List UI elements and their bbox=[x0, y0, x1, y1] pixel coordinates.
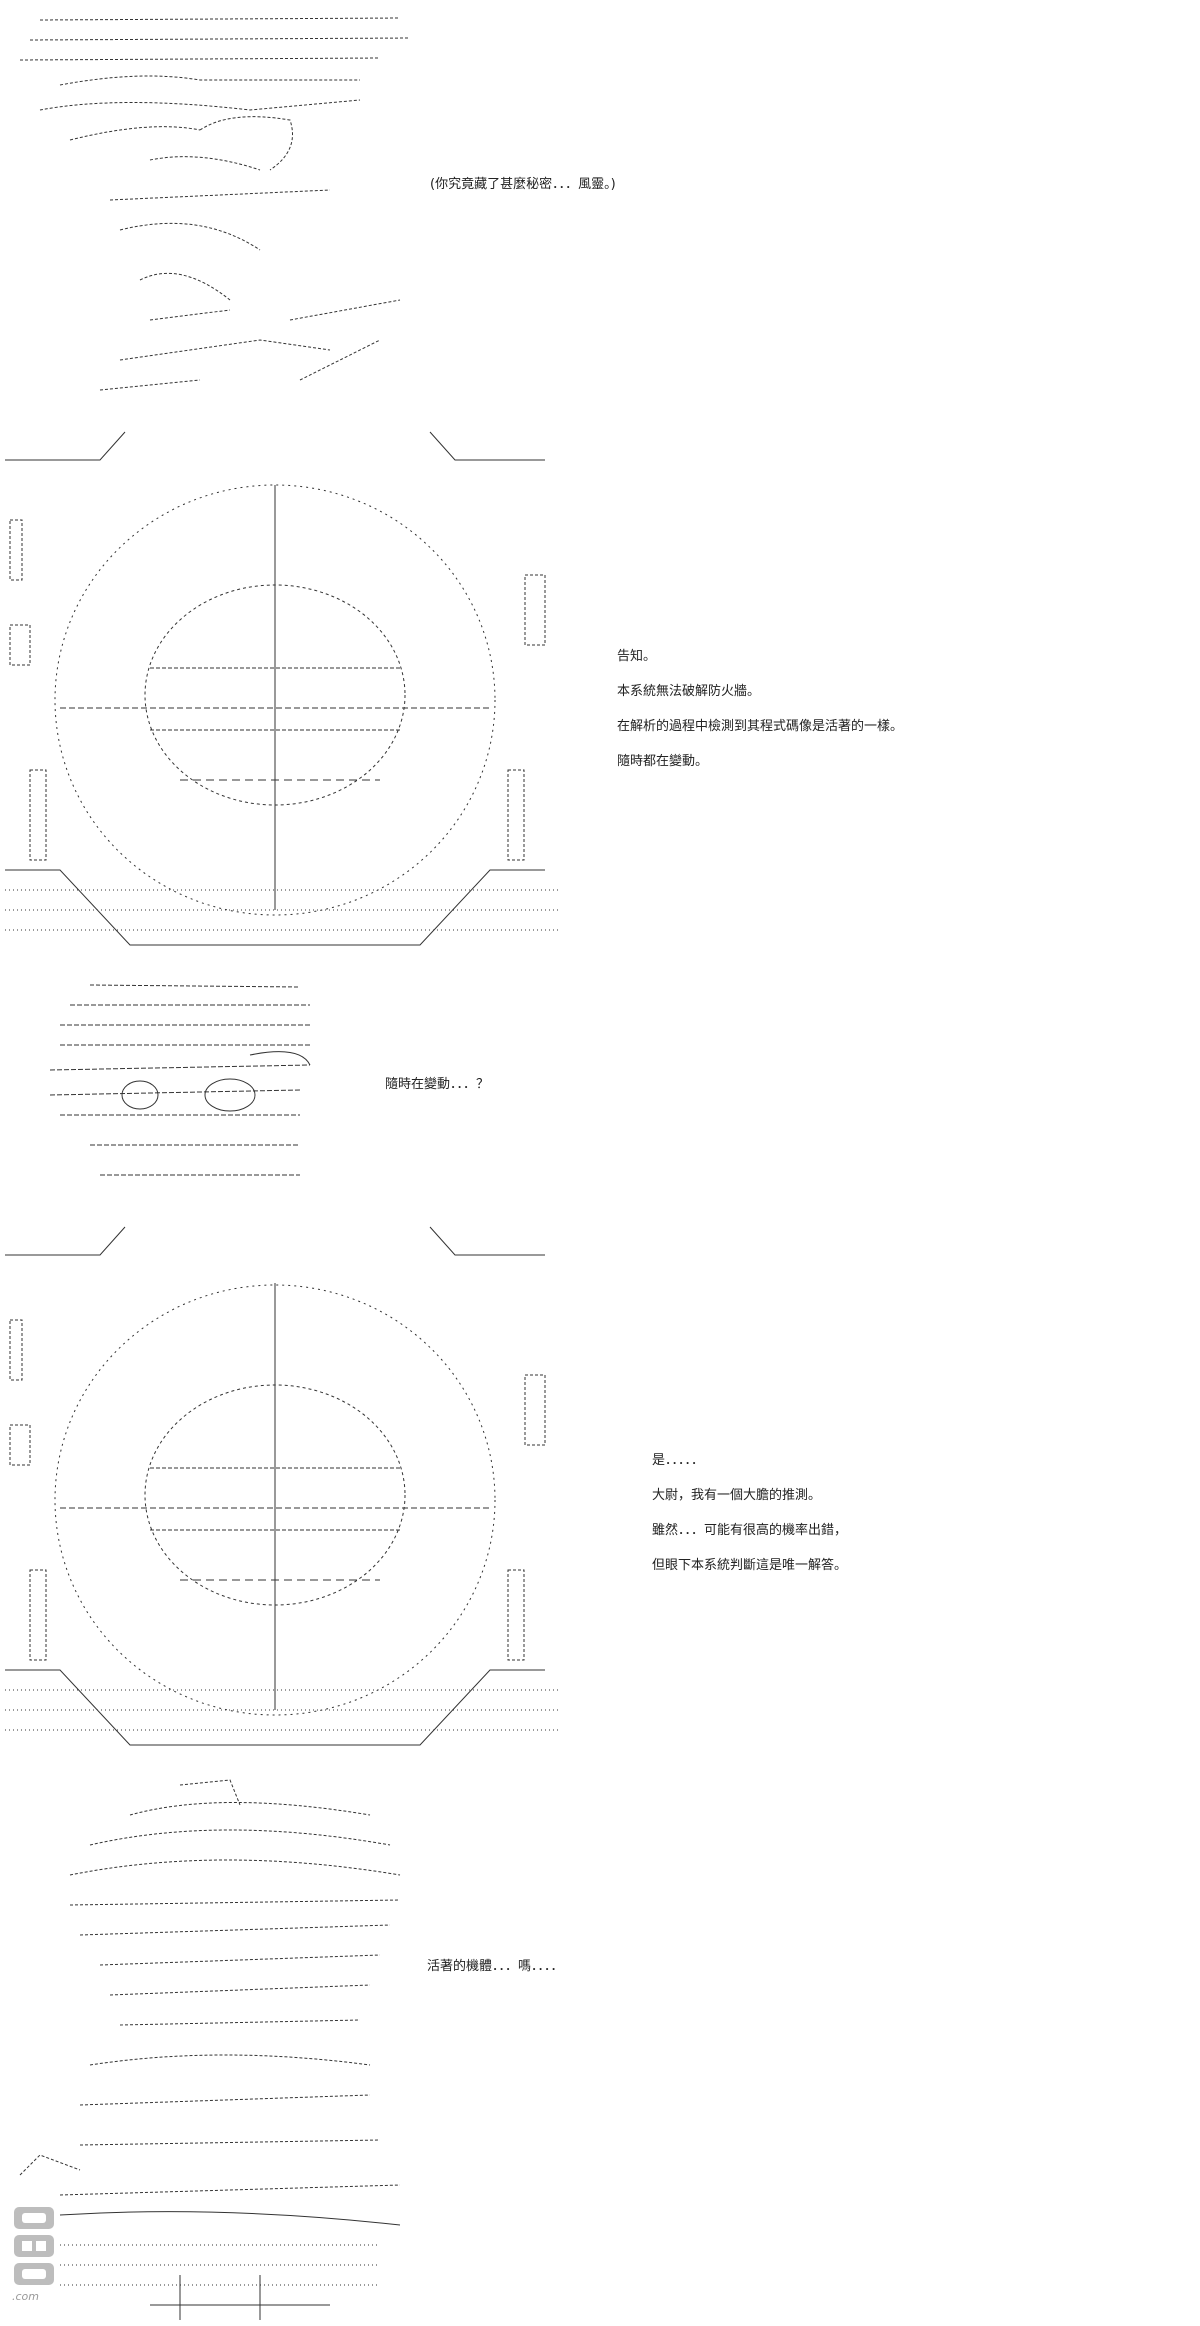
dialogue-line: 在解析的過程中檢測到其程式碼像是活著的一樣。 bbox=[617, 719, 904, 734]
dm5-logo bbox=[4, 2205, 68, 2315]
panel-4-hud-scope-art bbox=[0, 1225, 560, 1755]
dialogue-line: 告知。 bbox=[617, 649, 657, 664]
dialogue-line: 但眼下本系統判斷這是唯一解答。 bbox=[652, 1558, 848, 1573]
panel-1-dialogue: (你究竟藏了甚麼秘密．．．風靈。) bbox=[430, 178, 616, 213]
dialogue-line: 本系統無法破解防火牆。 bbox=[617, 684, 761, 699]
dialogue-line: 是．．．．． bbox=[652, 1453, 705, 1468]
watermark-text: .com bbox=[12, 2290, 39, 2303]
panel-5-character-art bbox=[0, 1775, 560, 2326]
dialogue-line: 隨時在變動．．．？ bbox=[385, 1077, 490, 1092]
dialogue-line: 雖然．．．可能有很高的機率出錯， bbox=[652, 1523, 848, 1538]
panel-2-hud-scope-art bbox=[0, 430, 560, 950]
panel-2-dialogue: 告知。 本系統無法破解防火牆。 在解析的過程中檢測到其程式碼像是活著的一樣。 隨… bbox=[617, 650, 903, 790]
dialogue-line: (你究竟藏了甚麼秘密．．．風靈。) bbox=[430, 177, 616, 192]
dialogue-line: 活著的機體．．．嗎．．．． bbox=[427, 1959, 564, 1974]
dialogue-line: 隨時都在變動。 bbox=[617, 754, 709, 769]
panel-5-dialogue: 活著的機體．．．嗎．．．． bbox=[427, 1960, 564, 1995]
panel-4-dialogue: 是．．．．． 大尉，我有一個大膽的推測。 雖然．．．可能有很高的機率出錯， 但眼… bbox=[652, 1454, 847, 1594]
panel-3-dialogue: 隨時在變動．．．？ bbox=[385, 1078, 489, 1113]
dialogue-line: 大尉，我有一個大膽的推測。 bbox=[652, 1488, 822, 1503]
panel-3-face-art bbox=[0, 975, 560, 1205]
panel-1-character-art bbox=[0, 0, 560, 400]
